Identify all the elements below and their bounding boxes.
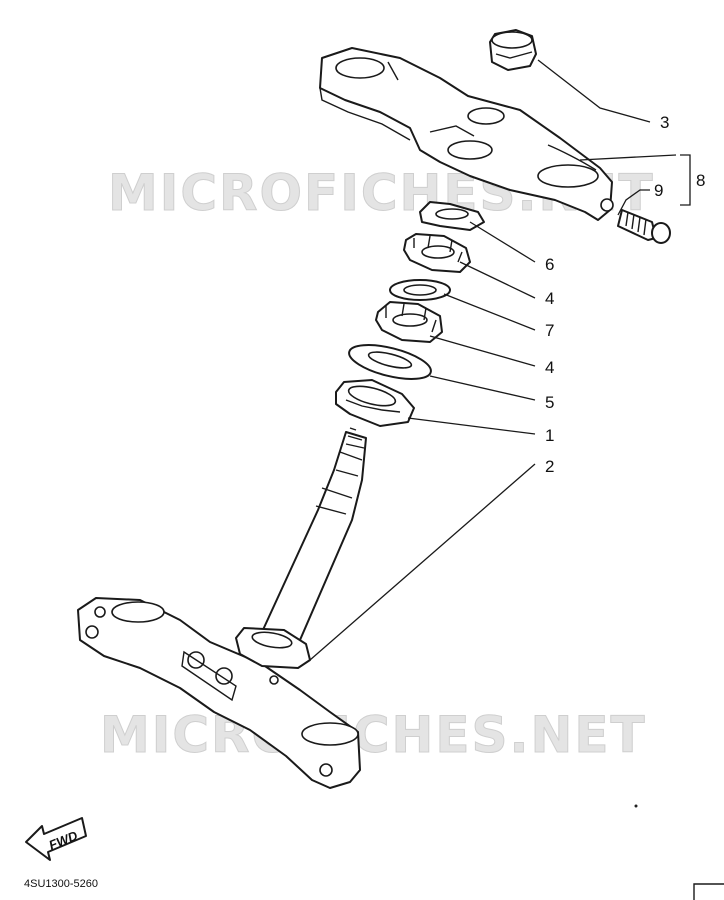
watermark-bottom: MICROFICHES.NET (100, 706, 647, 764)
under-bracket (77, 597, 361, 789)
bearing-lower (235, 627, 311, 669)
steering-stem (261, 427, 367, 641)
callout-4-upper: 4 (545, 289, 554, 308)
bearing-upper (335, 379, 415, 427)
callout-1: 1 (545, 426, 554, 445)
washer (389, 279, 451, 301)
bearing-cover (348, 344, 432, 380)
stray-dot (634, 804, 638, 808)
callout-2: 2 (545, 457, 554, 476)
diagram-code: 4SU1300-5260 (24, 878, 99, 890)
callout-6: 6 (545, 255, 554, 274)
upper-bracket (319, 47, 614, 221)
bolt (617, 209, 671, 244)
lock-washer (419, 201, 485, 231)
ring-nut-upper (403, 233, 471, 273)
callout-5: 5 (545, 393, 554, 412)
callout-4-lower: 4 (545, 358, 554, 377)
callout-7: 7 (545, 321, 554, 340)
callout-9: 9 (654, 181, 663, 200)
forward-arrow-icon: FWD (25, 817, 87, 861)
callout-3: 3 (660, 113, 669, 132)
ring-nut-lower (375, 301, 443, 343)
corner-box (693, 883, 724, 900)
cap-nut (489, 29, 537, 71)
callout-8: 8 (696, 171, 705, 190)
